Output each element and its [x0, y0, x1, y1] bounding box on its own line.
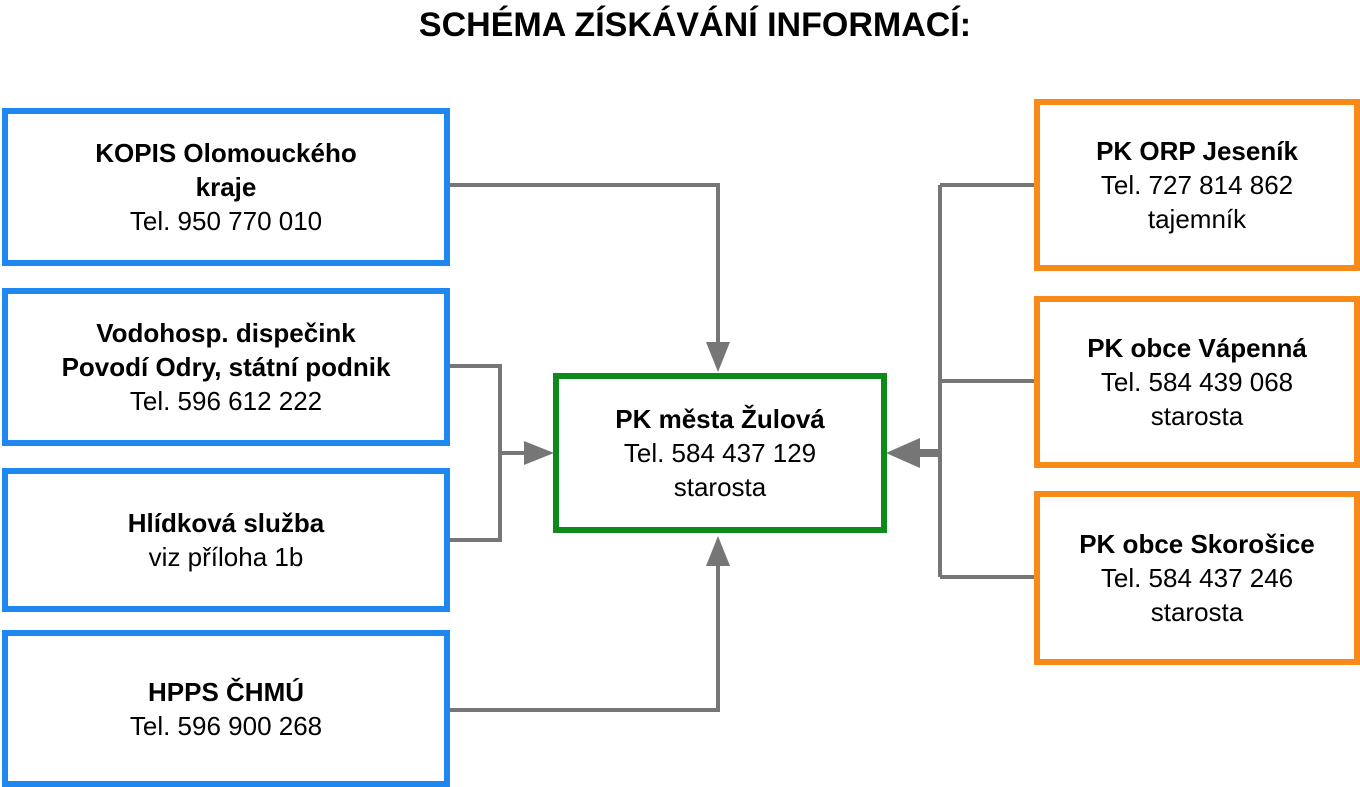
box-skorosice: PK obce Skorošice Tel. 584 437 246 staro… [1034, 491, 1360, 665]
connector-hpps [448, 562, 720, 712]
box-hpps-phone: Tel. 596 900 268 [129, 710, 323, 741]
box-hpps-name: HPPS ČHMÚ [147, 676, 304, 707]
box-center-phone: Tel. 584 437 129 [623, 438, 817, 468]
box-skorosice-phone: Tel. 584 437 246 [1100, 563, 1294, 593]
arrow-left [524, 441, 554, 465]
box-vapenna-name: PK obce Vápenná [1087, 333, 1307, 363]
box-skorosice-role: starosta [1150, 597, 1244, 627]
box-hlidkova: Hlídková služba viz příloha 1b [2, 468, 450, 612]
box-hlidkova-note: viz příloha 1b [148, 542, 304, 572]
box-center-role: starosta [673, 472, 767, 502]
connector-kopis [448, 183, 720, 345]
arrow-right [886, 438, 920, 468]
box-vodohosp: Vodohosp. dispečink Povodí Odry, státní … [2, 288, 450, 446]
box-center-zulova: PK města Žulová Tel. 584 437 129 starost… [553, 373, 887, 533]
box-hlidkova-name: Hlídková služba [127, 508, 325, 538]
box-kopis-phone: Tel. 950 770 010 [129, 206, 323, 236]
box-hpps: HPPS ČHMÚ Tel. 596 900 268 [2, 630, 450, 787]
box-vodohosp-phone: Tel. 596 612 222 [129, 386, 323, 416]
connector-hlidkova [448, 453, 502, 542]
box-jesenik: PK ORP Jeseník Tel. 727 814 862 tajemník [1034, 99, 1360, 271]
arrow-top [706, 342, 730, 372]
box-jesenik-phone: Tel. 727 814 862 [1100, 170, 1294, 200]
box-skorosice-name: PK obce Skorošice [1079, 529, 1315, 559]
connector-vodohosp [448, 364, 502, 453]
arrow-bottom [706, 536, 730, 566]
box-vapenna: PK obce Vápenná Tel. 584 439 068 starost… [1034, 296, 1360, 468]
box-center-name: PK města Žulová [615, 404, 825, 434]
box-vodohosp-name: Vodohosp. dispečink Povodí Odry, státní … [61, 318, 391, 382]
box-vapenna-phone: Tel. 584 439 068 [1100, 367, 1294, 397]
box-jesenik-name: PK ORP Jeseník [1096, 136, 1298, 166]
box-kopis: KOPIS Olomouckého kraje Tel. 950 770 010 [2, 108, 450, 266]
diagram-title: SCHÉMA ZÍSKÁVÁNÍ INFORMACÍ: [418, 6, 972, 44]
box-vapenna-role: starosta [1150, 401, 1244, 431]
box-kopis-name: KOPIS Olomouckého kraje [95, 138, 357, 202]
box-jesenik-role: tajemník [1147, 204, 1247, 234]
